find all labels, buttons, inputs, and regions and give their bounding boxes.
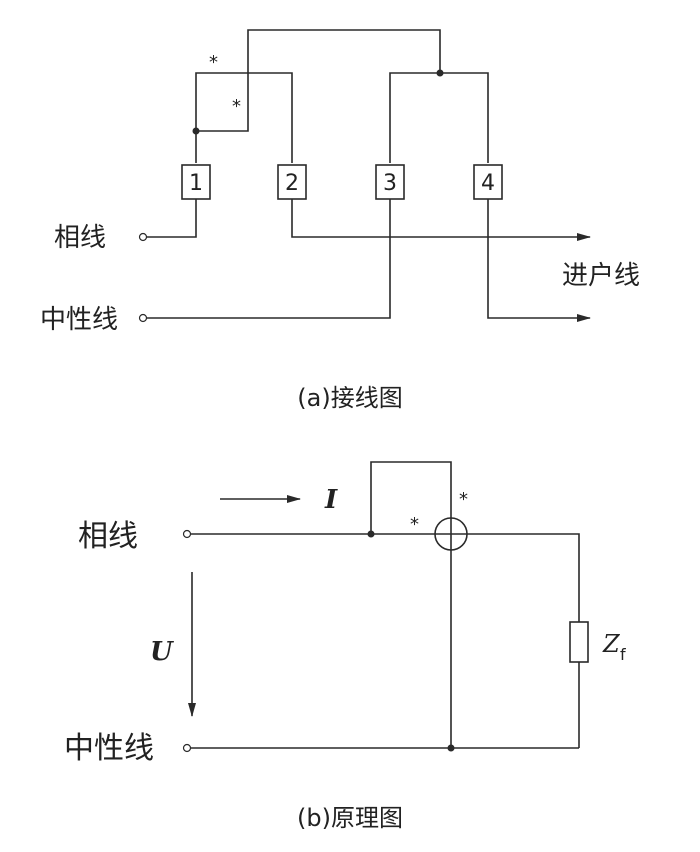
coil-bypass-loop [370, 461, 452, 534]
terminal-2-label: 2 [285, 171, 299, 196]
neutral-terminal-circle-b [182, 743, 192, 753]
current-symbol: I [324, 485, 338, 515]
neutral-label-a: 中性线 [40, 305, 118, 335]
current-coil-loop [195, 72, 293, 163]
terminal-2: 2 [277, 164, 307, 200]
principle-diagram-b: 相线 中性线 I U * * Z f (b)原理图 [64, 461, 626, 832]
phase-input-wire [146, 199, 197, 238]
terminal-4-label: 4 [481, 171, 495, 196]
junction-dot [192, 127, 200, 135]
terminal-1-label: 1 [189, 171, 203, 196]
caption-b: (b)原理图 [297, 804, 403, 832]
phase-terminal-circle-b [182, 529, 192, 539]
terminal-3: 3 [375, 164, 405, 200]
neutral-label-b: 中性线 [64, 731, 154, 766]
load-symbol: Z [602, 630, 621, 658]
load-impedance [569, 621, 589, 663]
caption-a: (a)接线图 [297, 384, 402, 412]
meter-symbol [434, 517, 468, 551]
junction-dot-b [447, 744, 455, 752]
junction-dot-b [367, 530, 375, 538]
terminal-1: 1 [181, 164, 211, 200]
terminal-3-label: 3 [383, 171, 397, 196]
phase-label-b: 相线 [78, 519, 138, 554]
polarity-star-right: * [459, 489, 468, 510]
load-subscript: f [620, 645, 626, 664]
polarity-star-inner: * [232, 96, 241, 117]
polarity-star-left: * [410, 514, 419, 535]
load-branch-wire [467, 533, 580, 622]
polarity-star-top: * [209, 52, 218, 73]
phase-terminal-circle [138, 232, 148, 242]
service-line-label: 进户线 [562, 261, 640, 291]
terminal-4: 4 [473, 164, 503, 200]
neutral-terminal-circle [138, 313, 148, 323]
terminal-3-4-link [389, 72, 489, 163]
service-phase-wire [291, 199, 591, 241]
voltage-symbol: U [150, 637, 174, 667]
phase-label-a: 相线 [54, 223, 106, 253]
neutral-input-wire [146, 199, 391, 319]
voltage-coil-lead [196, 29, 441, 132]
wiring-diagram-a: * * 1 2 3 4 相线 中性线 进户线 (a)接线图 [40, 29, 640, 412]
service-neutral-wire [487, 199, 591, 322]
junction-dot [436, 69, 444, 77]
